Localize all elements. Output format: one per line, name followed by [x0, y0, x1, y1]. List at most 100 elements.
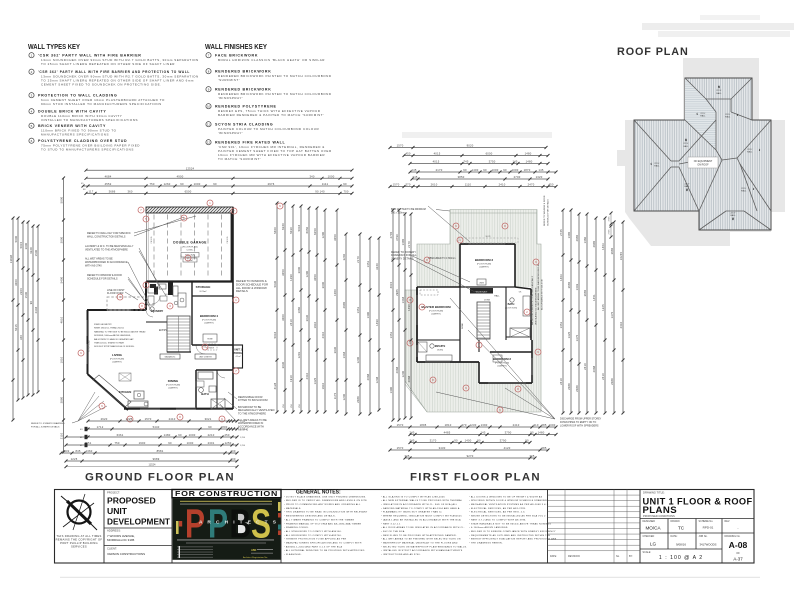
svg-text:1451: 1451: [592, 294, 596, 301]
svg-text:2700: 2700: [514, 175, 521, 179]
svg-text:1: 1: [31, 53, 33, 57]
svg-text:LINEN: LINEN: [479, 282, 485, 284]
svg-text:2088: 2088: [395, 366, 399, 373]
svg-text:STAIR GEOMETRY: STAIR GEOMETRY: [94, 323, 112, 326]
svg-text:GROUND FLOOR PLAN: GROUND FLOOR PLAN: [85, 472, 235, 484]
svg-text:1250: 1250: [225, 441, 232, 445]
svg-text:1500: 1500: [24, 291, 28, 298]
svg-text:7: 7: [233, 209, 235, 213]
svg-text:• ALL BRICKWORK TO COMPLY WITH: • ALL BRICKWORK TO COMPLY WITH AS3700.: [284, 534, 342, 537]
svg-text:WITH AS-3740: WITH AS-3740: [85, 265, 102, 268]
svg-text:UNIT 1 ENTRY: UNIT 1 ENTRY: [199, 357, 213, 359]
svg-text:1910: 1910: [313, 321, 317, 328]
svg-text:ADDRESS:: ADDRESS:: [107, 529, 121, 533]
svg-text:2088: 2088: [366, 373, 370, 380]
svg-text:REMAINS THE COPYRIGHT OF: REMAINS THE COPYRIGHT OF: [56, 537, 103, 541]
svg-text:(FLOOR PLAN): (FLOOR PLAN): [495, 362, 509, 365]
svg-text:'WINDSPRAY': 'WINDSPRAY': [218, 131, 243, 135]
svg-text:7: 7: [129, 417, 131, 421]
svg-text:4015: 4015: [389, 281, 393, 288]
svg-text:22.5°: 22.5°: [716, 90, 721, 92]
svg-text:335: 335: [404, 454, 409, 458]
svg-text:2170: 2170: [436, 168, 443, 172]
svg-text:CEMENT SHEET FIXED TO SOUNDCHE: CEMENT SHEET FIXED TO SOUNDCHEK ON PROTE…: [41, 83, 162, 87]
svg-text:370: 370: [405, 183, 410, 187]
svg-text:1000: 1000: [512, 168, 519, 172]
svg-text:• PART 3.12.1.1: • PART 3.12.1.1: [381, 522, 401, 525]
svg-text:12: 12: [207, 140, 211, 144]
svg-text:RENDERED BRICKWORK PAINTED TO: RENDERED BRICKWORK PAINTED TO MATCH COLO…: [218, 74, 332, 78]
svg-text:9: 9: [537, 350, 539, 354]
svg-text:90: 90: [213, 182, 217, 186]
svg-text:A-08: A-08: [729, 540, 748, 550]
svg-text:700: 700: [343, 190, 348, 194]
svg-text:9: 9: [535, 260, 537, 264]
svg-text:DOOR SCHEDULE FOR: DOOR SCHEDULE FOR: [236, 282, 268, 286]
svg-text:90: 90: [483, 168, 487, 172]
svg-text:370: 370: [461, 423, 466, 427]
svg-text:ENSUITE: ENSUITE: [435, 345, 446, 348]
svg-text:1060: 1060: [297, 306, 301, 313]
svg-text:3790: 3790: [395, 234, 399, 241]
svg-text:2088: 2088: [575, 385, 579, 392]
svg-text:1175: 1175: [333, 392, 337, 399]
svg-text:1485: 1485: [401, 238, 405, 245]
svg-text:ACCORDANCE WITH: ACCORDANCE WITH: [238, 424, 264, 428]
svg-text:2170: 2170: [407, 241, 411, 248]
svg-text:• SARKING MATERIAL TO COMPLY W: • SARKING MATERIAL TO COMPLY WITH AS-190…: [381, 507, 460, 510]
svg-text:• THE DRAWINGS HEREIN.: • THE DRAWINGS HEREIN.: [469, 542, 503, 545]
svg-text:250: 250: [224, 433, 229, 437]
svg-text:16mm FYRCHEK MR WITH EFFECTIVE: 16mm FYRCHEK MR WITH EFFECTIVE VAPOUR BA…: [218, 153, 325, 157]
svg-text:3000: 3000: [14, 279, 18, 286]
svg-text:245: 245: [409, 439, 414, 443]
svg-text:2410: 2410: [513, 423, 520, 427]
svg-text:›: ›: [759, 148, 761, 154]
svg-text:7 WOODS AVENUE,: 7 WOODS AVENUE,: [107, 534, 135, 538]
svg-text:3750: 3750: [489, 160, 496, 164]
svg-text:›: ›: [737, 113, 739, 119]
svg-text:1448: 1448: [342, 351, 346, 358]
svg-text:RENDEX EPS, 75mm THICK WITH EF: RENDEX EPS, 75mm THICK WITH EFFECTIVE VA…: [218, 109, 321, 113]
svg-text:12524: 12524: [186, 166, 195, 170]
svg-text:5: 5: [31, 124, 33, 128]
svg-text:3665: 3665: [583, 289, 587, 296]
svg-text:3880: 3880: [60, 396, 64, 403]
svg-text:8: 8: [432, 378, 434, 382]
svg-text:5030: 5030: [289, 227, 293, 234]
svg-text:1230: 1230: [470, 423, 477, 427]
svg-text:ACCORDANCE WITH AS-3740: ACCORDANCE WITH AS-3740: [541, 278, 544, 310]
svg-text:2088: 2088: [610, 378, 614, 385]
svg-text:4900: 4900: [177, 174, 184, 178]
svg-text:SCYON STRIA CLADDING: SCYON STRIA CLADDING: [215, 123, 273, 127]
svg-text:9020: 9020: [467, 144, 474, 148]
svg-text:90: 90: [178, 433, 182, 437]
svg-text:22.5°: 22.5°: [700, 113, 705, 115]
svg-text:8.23m²: 8.23m²: [200, 290, 207, 293]
svg-text:2410: 2410: [499, 183, 506, 187]
svg-text:2410: 2410: [169, 417, 176, 421]
svg-text:ROBE: ROBE: [462, 323, 464, 329]
svg-text:• MECHANICAL VENTILATION SYSTE: • MECHANICAL VENTILATION SYSTEMS AS PER …: [469, 503, 549, 506]
svg-text:• ALL ROOF AREAS TO BE INSULAT: • ALL ROOF AREAS TO BE INSULATED IN ACCO…: [381, 526, 465, 529]
svg-text:2965: 2965: [575, 234, 579, 241]
svg-text:STORAGE: STORAGE: [196, 285, 211, 289]
svg-text:FACE BRICKWORK: FACE BRICKWORK: [215, 54, 258, 58]
svg-text:1490: 1490: [407, 304, 411, 311]
svg-text:DATE:: DATE:: [671, 535, 678, 538]
svg-text:2301: 2301: [208, 441, 215, 445]
svg-text:2410: 2410: [619, 321, 623, 328]
svg-text:REMOVABLE DOOR: REMOVABLE DOOR: [238, 395, 263, 399]
svg-text:MECHANICALLY VENTILATED: MECHANICALLY VENTILATED: [238, 408, 275, 412]
svg-text:VARSON CONSTRUCTIONS: VARSON CONSTRUCTIONS: [107, 552, 145, 556]
svg-text:DETAILS: DETAILS: [236, 289, 248, 293]
svg-text:FLOOR OVER: FLOOR OVER: [107, 292, 124, 295]
svg-text:GAS&ELEC: GAS&ELEC: [165, 356, 176, 359]
svg-text:1432: 1432: [63, 449, 70, 453]
svg-text:• & 1000mm ABOVE LANDINGS.: • & 1000mm ABOVE LANDINGS.: [469, 526, 509, 529]
svg-text:2088: 2088: [592, 365, 596, 372]
svg-text:1,250: 1,250: [240, 437, 246, 439]
svg-text:• ALL NEW EXTERNAL WALLS TO BE: • ALL NEW EXTERNAL WALLS TO BE PROVIDED …: [381, 499, 463, 502]
svg-text:• FLASHINGS.: • FLASHINGS.: [284, 553, 302, 556]
svg-text:10: 10: [207, 104, 211, 108]
svg-text:4128: 4128: [273, 382, 277, 389]
